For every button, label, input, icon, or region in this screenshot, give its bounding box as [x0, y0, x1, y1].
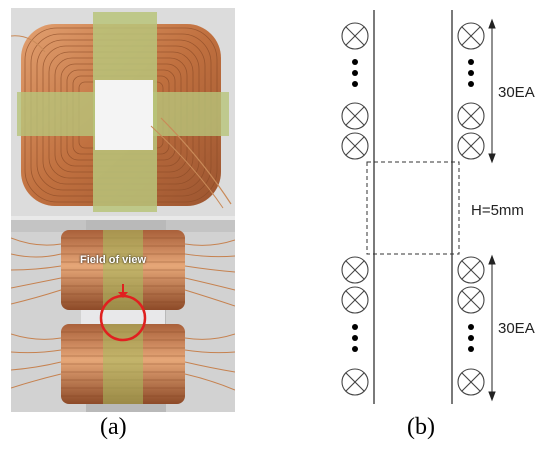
dimension-arrows: [488, 18, 496, 402]
coil-top-view-photo: [10, 8, 235, 216]
conductor-left-bottom-3: [341, 368, 369, 396]
conductor-right-top-1: [457, 22, 485, 50]
conductor-left-top-3: [341, 132, 369, 160]
conductor-right-bottom-2: [457, 286, 485, 314]
ellipsis-dots: [352, 59, 474, 352]
winding-diagram: [341, 10, 496, 404]
conductor-right-bottom-1: [457, 256, 485, 284]
coil-side-view-photo: [10, 220, 236, 412]
conductor-right-top-3: [457, 132, 485, 160]
conductor-left-bottom-2: [341, 286, 369, 314]
conductor-left-top-2: [341, 102, 369, 130]
conductor-right-bottom-3: [457, 368, 485, 396]
caption-a: (a): [100, 414, 127, 440]
field-of-view-label: Field of view: [80, 254, 147, 266]
conductor-symbols: [341, 22, 485, 396]
conductor-left-top-1: [341, 22, 369, 50]
top-count-label: 30EA: [498, 84, 535, 101]
conductor-right-top-2: [457, 102, 485, 130]
bottom-count-label: 30EA: [498, 320, 535, 337]
gap-region: [366, 161, 460, 255]
conductor-left-bottom-1: [341, 256, 369, 284]
coil-photographs: [10, 8, 236, 412]
caption-b: (b): [407, 414, 435, 440]
gap-height-label: H=5mm: [471, 202, 524, 219]
